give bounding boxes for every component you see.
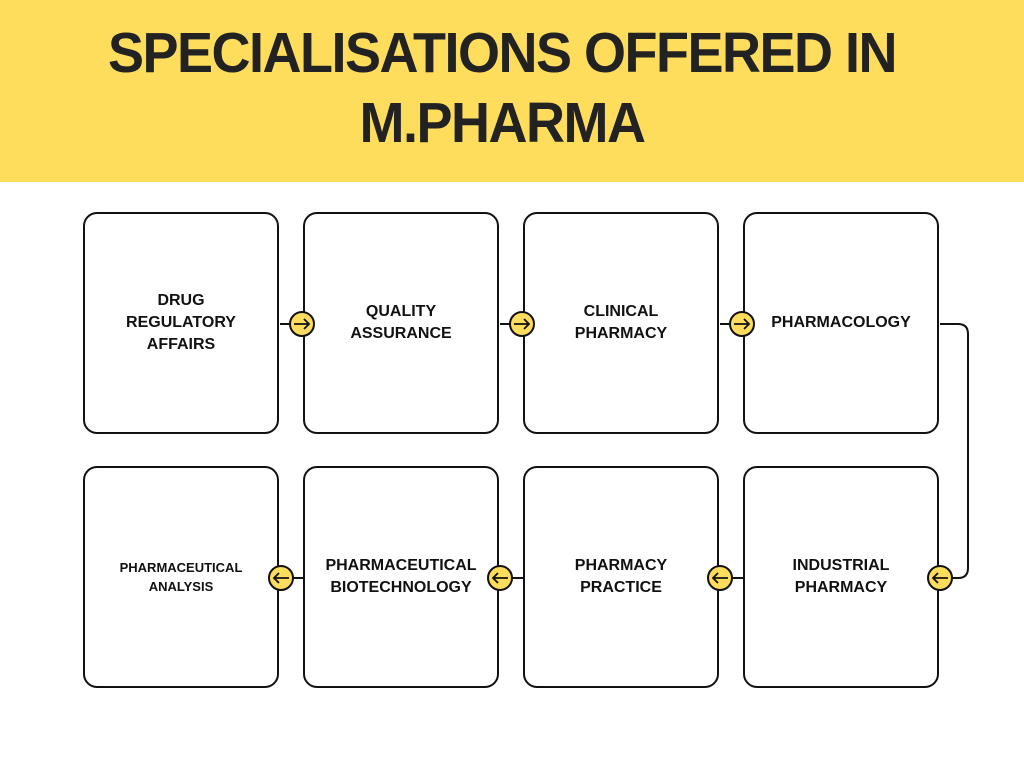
- arrow-left-icon: [927, 565, 953, 591]
- arrow-right-icon: [289, 311, 315, 337]
- specialisation-label: DRUG REGULATORY AFFAIRS: [126, 292, 236, 353]
- arrow-left-icon: [268, 565, 294, 591]
- specialisation-box-drug-regulatory-affairs: DRUG REGULATORY AFFAIRS: [83, 212, 279, 434]
- page-title-line1: SPECIALISATIONS OFFERED IN: [107, 21, 898, 85]
- specialisation-label: CLINICAL PHARMACY: [574, 303, 668, 342]
- specialisation-label: PHARMACOLOGY: [771, 314, 911, 331]
- specialisation-box-pharmacy-practice: PHARMACY PRACTICE: [523, 466, 719, 688]
- specialisation-box-quality-assurance: QUALITY ASSURANCE: [303, 212, 499, 434]
- arrow-left-icon: [487, 565, 513, 591]
- arrow-right-icon: [509, 311, 535, 337]
- specialisation-label: QUALITY ASSURANCE: [350, 303, 452, 342]
- specialisation-box-pharmaceutical-analysis: PHARMACEUTICAL ANALYSIS: [83, 466, 279, 688]
- arrow-right-icon: [729, 311, 755, 337]
- specialisation-label: INDUSTRIAL PHARMACY: [792, 557, 890, 596]
- specialisation-label: PHARMACY PRACTICE: [574, 557, 668, 596]
- title-banner: SPECIALISATIONS OFFERED IN M.PHARMA: [0, 0, 1024, 182]
- page-title-line2: M.PHARMA: [359, 91, 646, 155]
- specialisation-label: PHARMACEUTICAL ANALYSIS: [119, 560, 243, 594]
- specialisation-label: PHARMACEUTICAL BIOTECHNOLOGY: [325, 557, 477, 596]
- specialisation-box-industrial-pharmacy: INDUSTRIAL PHARMACY: [743, 466, 939, 688]
- specialisation-box-clinical-pharmacy: CLINICAL PHARMACY: [523, 212, 719, 434]
- arrow-left-icon: [707, 565, 733, 591]
- specialisation-box-pharmaceutical-biotechnology: PHARMACEUTICAL BIOTECHNOLOGY: [303, 466, 499, 688]
